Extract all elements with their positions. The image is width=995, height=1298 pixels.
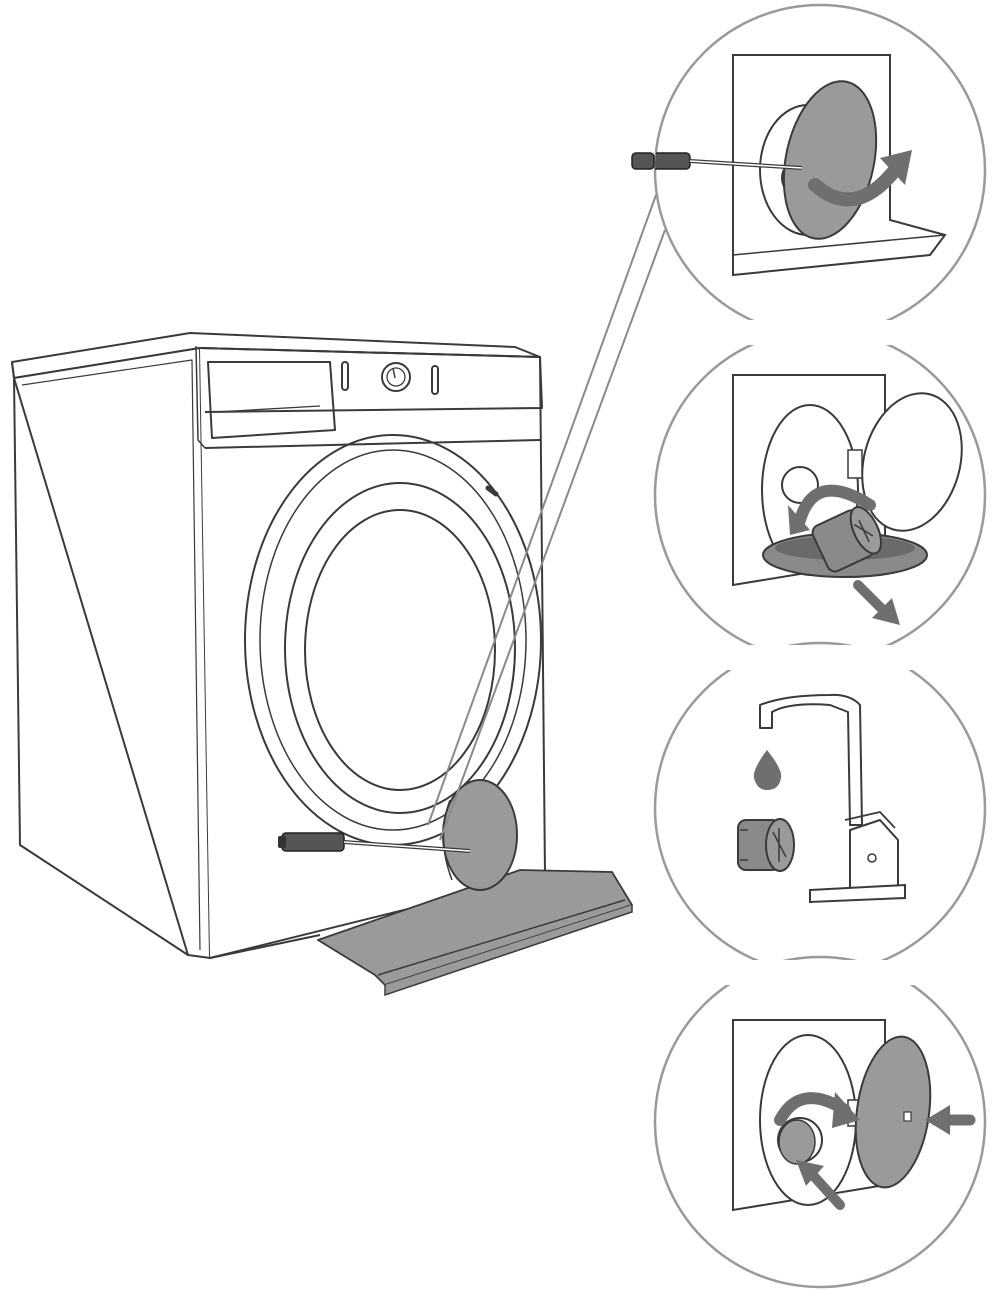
filter-icon xyxy=(737,818,795,872)
pull-arrow-icon xyxy=(853,580,900,625)
step-2-remove-filter xyxy=(732,374,963,587)
filter-cover xyxy=(442,779,518,891)
screwdriver-icon xyxy=(278,832,471,853)
faucet-icon xyxy=(759,693,863,826)
step-4-reinsert-filter xyxy=(732,1019,932,1212)
washing-machine xyxy=(11,332,546,959)
screwdriver-handle-icon xyxy=(631,152,655,170)
drain-tray xyxy=(317,869,633,997)
rotate-arrow-icon xyxy=(808,150,912,207)
step-3-rinse-filter xyxy=(737,693,906,904)
push-arrow-icon xyxy=(796,1160,845,1210)
water-drop-icon xyxy=(753,750,782,790)
rotate-arrow-icon xyxy=(774,1092,860,1128)
rotate-arrow-icon xyxy=(788,484,876,535)
push-arrow-icon xyxy=(925,1105,976,1135)
